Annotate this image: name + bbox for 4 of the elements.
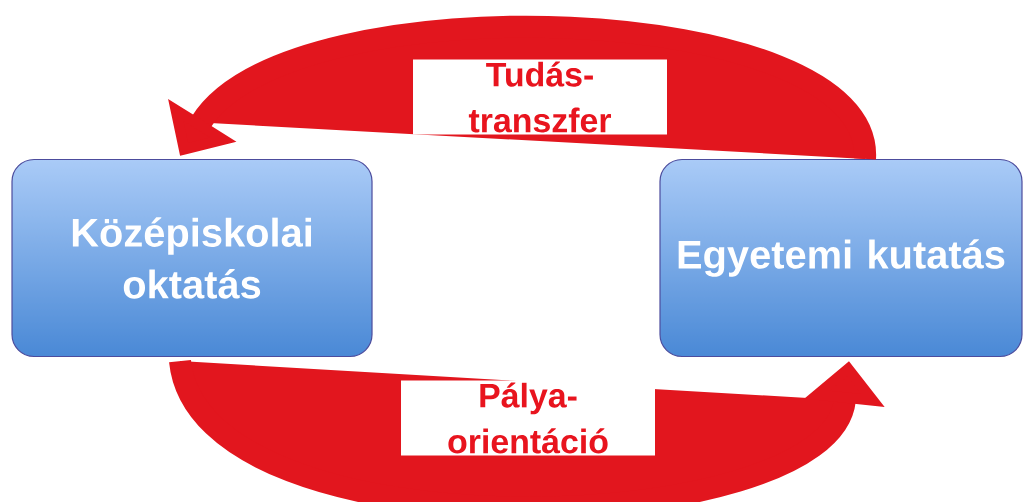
process-box: Középiskolai oktatás [11,158,373,358]
edge-label: Pálya- orientáció [448,382,608,454]
process-box: Egyetemi kutatás [659,158,1023,358]
edge-label: Tudás- transzfer [468,61,611,133]
